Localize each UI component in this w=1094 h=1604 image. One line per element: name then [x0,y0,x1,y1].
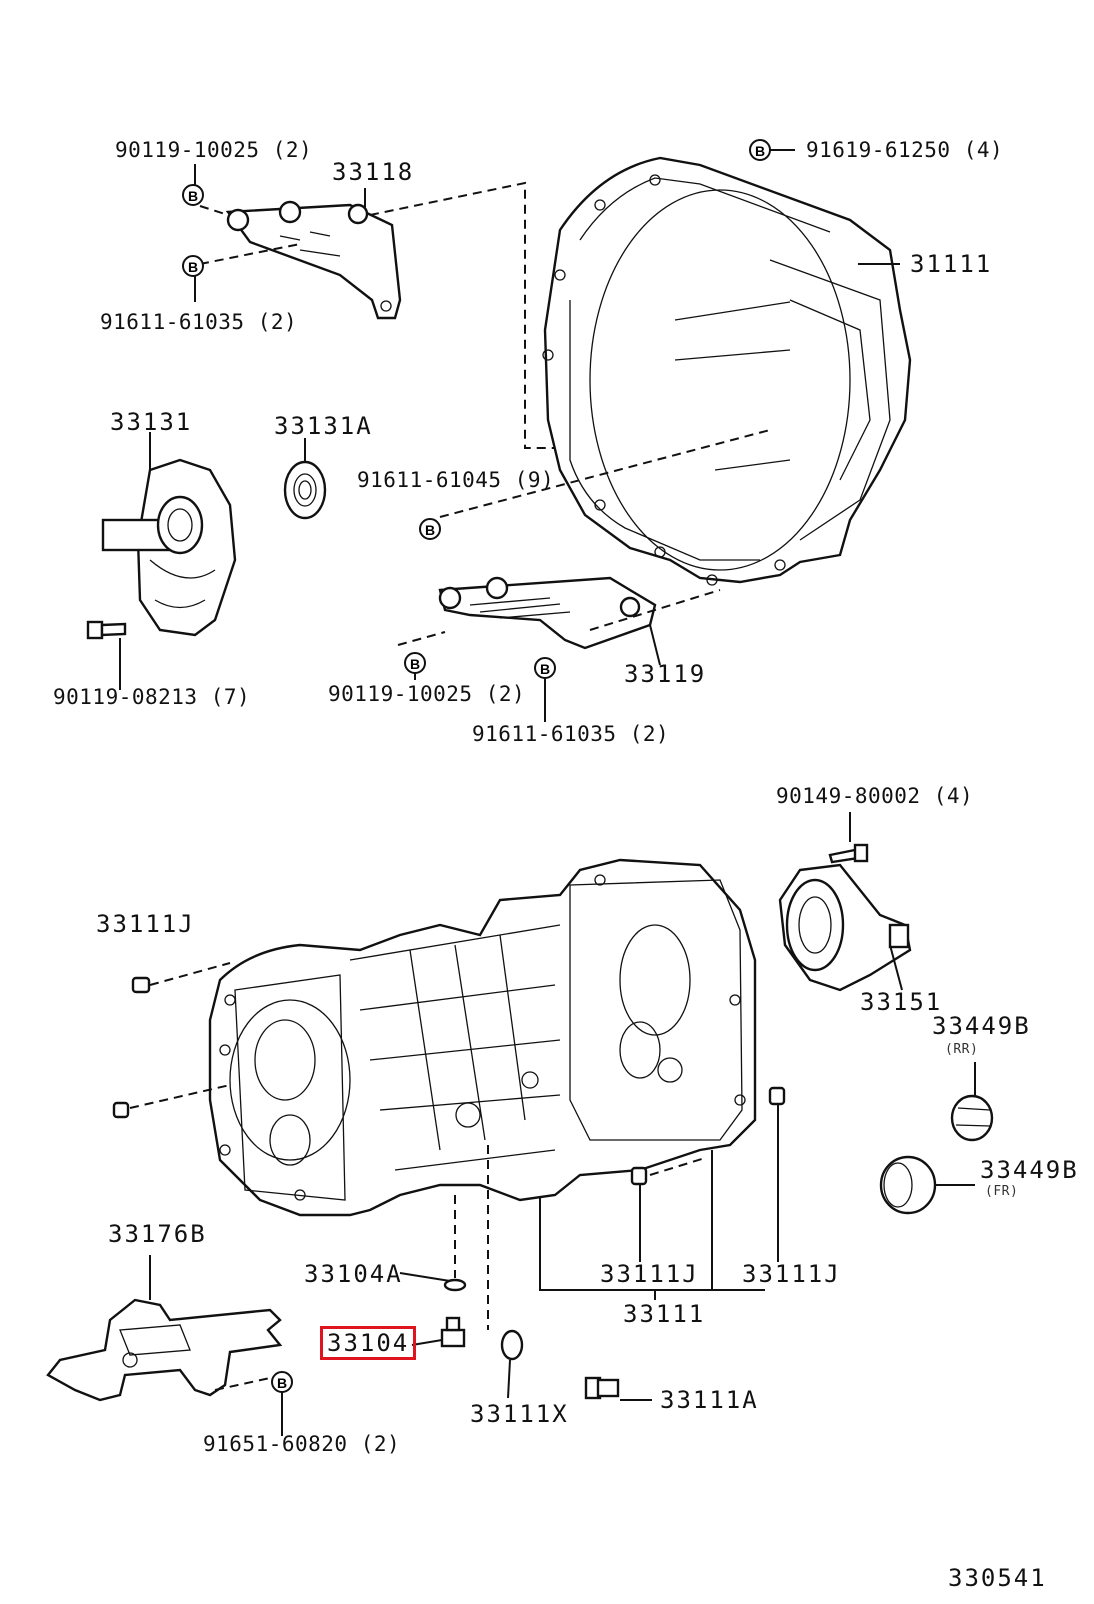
label-33111J-right: 33111J [742,1260,841,1288]
bolt-symbol-icon: B [182,184,204,206]
bolt-90119-08213-drawing [86,620,127,640]
svg-text:B: B [425,522,435,538]
bell-housing-31111-drawing [542,156,912,586]
bolt-symbol-icon: B [534,657,556,679]
label-91611-61045: 91611-61045 (9) [357,468,555,492]
label-33118: 33118 [332,158,415,186]
switch-33111A-drawing [584,1376,620,1400]
transmission-case-drawing [208,858,757,1217]
pin-33111J-top [131,976,151,994]
label-90149-80002: 90149-80002 (4) [776,784,974,808]
label-33104-highlighted[interactable]: 33104 [320,1326,417,1360]
bolt-symbol-icon: B [404,652,426,674]
fork-33176B-drawing [46,1298,283,1402]
label-33151: 33151 [860,988,943,1016]
label-91611-61035-mid: 91611-61035 (2) [472,722,670,746]
label-33449B-fr: 33449B [980,1156,1079,1184]
bracket-33119-drawing [438,576,657,650]
bolt-symbol-icon: B [182,255,204,277]
bolt-symbol-icon: B [271,1371,293,1393]
seal-33131A-drawing [283,460,327,520]
svg-text:B: B [540,661,550,677]
label-fr-note: (FR) [985,1184,1019,1199]
bolt-symbol-icon: B [749,139,771,161]
label-rr-note: (RR) [945,1042,979,1057]
label-33119: 33119 [624,660,707,688]
seal-33449B-rr-drawing [950,1094,994,1142]
label-33104A: 33104A [304,1260,403,1288]
label-33131: 33131 [110,408,193,436]
ring-33111X-drawing [500,1329,524,1361]
label-90119-08213: 90119-08213 (7) [53,685,251,709]
pin-left [112,1101,130,1119]
svg-text:B: B [277,1375,287,1391]
label-91651-60820: 91651-60820 (2) [203,1432,401,1456]
label-91619-61250: 91619-61250 (4) [806,138,1004,162]
bolt-symbol-icon: B [419,518,441,540]
label-33111A: 33111A [660,1386,759,1414]
label-91611-61035-top: 91611-61035 (2) [100,310,298,334]
label-33111J-mid: 33111J [600,1260,699,1288]
svg-text:B: B [188,188,198,204]
svg-text:B: B [410,656,420,672]
label-33111X: 33111X [470,1400,569,1428]
diagram-id: 330541 [948,1564,1047,1592]
label-33111: 33111 [623,1300,706,1328]
bolt-90149-80002-drawing [828,843,869,864]
label-33111J-top: 33111J [96,910,195,938]
label-33176B: 33176B [108,1220,207,1248]
label-90119-10025-mid: 90119-10025 (2) [328,682,526,706]
gasket-33104A-drawing [443,1278,467,1292]
svg-text:B: B [755,143,765,159]
label-33131A: 33131A [274,412,373,440]
plug-33104-drawing [440,1316,466,1348]
label-90119-10025-top: 90119-10025 (2) [115,138,313,162]
label-33449B-rr: 33449B [932,1012,1031,1040]
svg-text:B: B [188,259,198,275]
retainer-33151-drawing [778,863,912,992]
retainer-33131-drawing [101,458,237,637]
label-31111: 31111 [910,250,993,278]
